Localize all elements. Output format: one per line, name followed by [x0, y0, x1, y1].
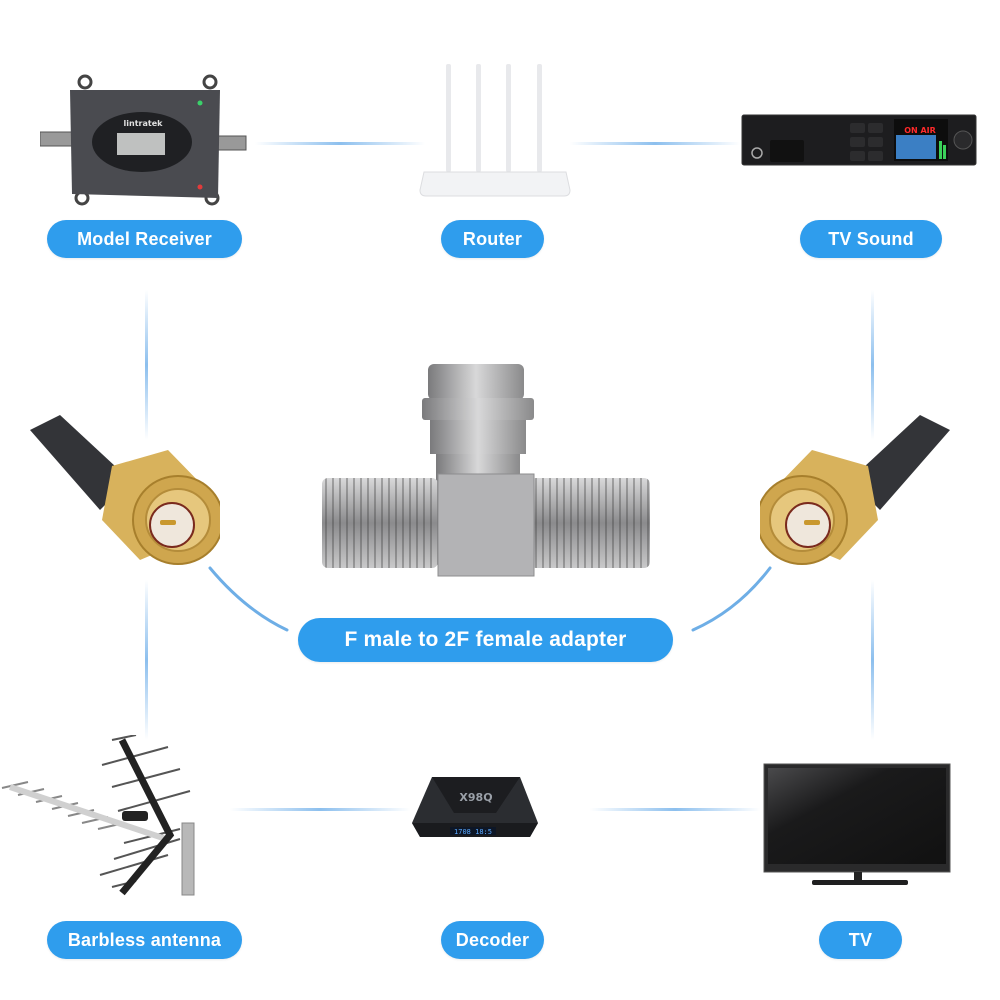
- svg-text:X98Q: X98Q: [459, 791, 492, 804]
- connector-line-right-bottom: [871, 580, 874, 740]
- signal-booster-receiver-icon: lintratek: [39, 74, 247, 206]
- tv-box-decoder-icon: X98Q 1708 18:5: [412, 777, 538, 837]
- connector-arc-left: [208, 566, 289, 632]
- connector-line-router-tvsound: [570, 142, 740, 145]
- sma-male-connector-icon: [756, 415, 950, 565]
- wifi-router-icon: [419, 64, 571, 197]
- label-decoder: Decoder: [441, 921, 544, 959]
- connector-line-decoder-tv: [590, 808, 760, 811]
- label-tv-sound: TV Sound: [800, 220, 942, 258]
- device-tv: [762, 762, 952, 888]
- broadcast-monitor-icon: ON AIR: [741, 114, 977, 166]
- label-barbless-antenna: Barbless antenna: [47, 921, 242, 959]
- svg-text:ON AIR: ON AIR: [904, 126, 936, 135]
- label-center-adapter: F male to 2F female adapter: [298, 618, 673, 662]
- sma-connector-right: [756, 410, 960, 580]
- center-adapter: [318, 362, 658, 582]
- svg-text:1708 18:5: 1708 18:5: [454, 828, 492, 836]
- connector-arc-right: [691, 566, 772, 632]
- connector-line-left-top: [145, 290, 148, 440]
- f-tee-adapter-icon: [322, 364, 650, 577]
- label-router: Router: [441, 220, 544, 258]
- connector-line-left-bottom: [145, 580, 148, 740]
- device-barbless-antenna: [0, 734, 200, 900]
- device-decoder: X98Q 1708 18:5: [410, 773, 540, 845]
- label-model-receiver: Model Receiver: [47, 220, 242, 258]
- label-tv: TV: [819, 921, 902, 959]
- device-router: [410, 60, 580, 200]
- flat-screen-tv-icon: [763, 763, 951, 885]
- svg-text:lintratek: lintratek: [124, 119, 164, 128]
- device-tv-sound: ON AIR: [740, 113, 980, 173]
- sma-connector-left: [20, 410, 224, 580]
- yagi-antenna-icon: [1, 734, 195, 896]
- connector-line-antenna-decoder: [230, 808, 410, 811]
- device-model-receiver: lintratek: [39, 70, 250, 210]
- sma-male-connector-icon: [30, 415, 224, 565]
- connector-line-right-top: [871, 290, 874, 440]
- connector-line-receiver-router: [255, 142, 425, 145]
